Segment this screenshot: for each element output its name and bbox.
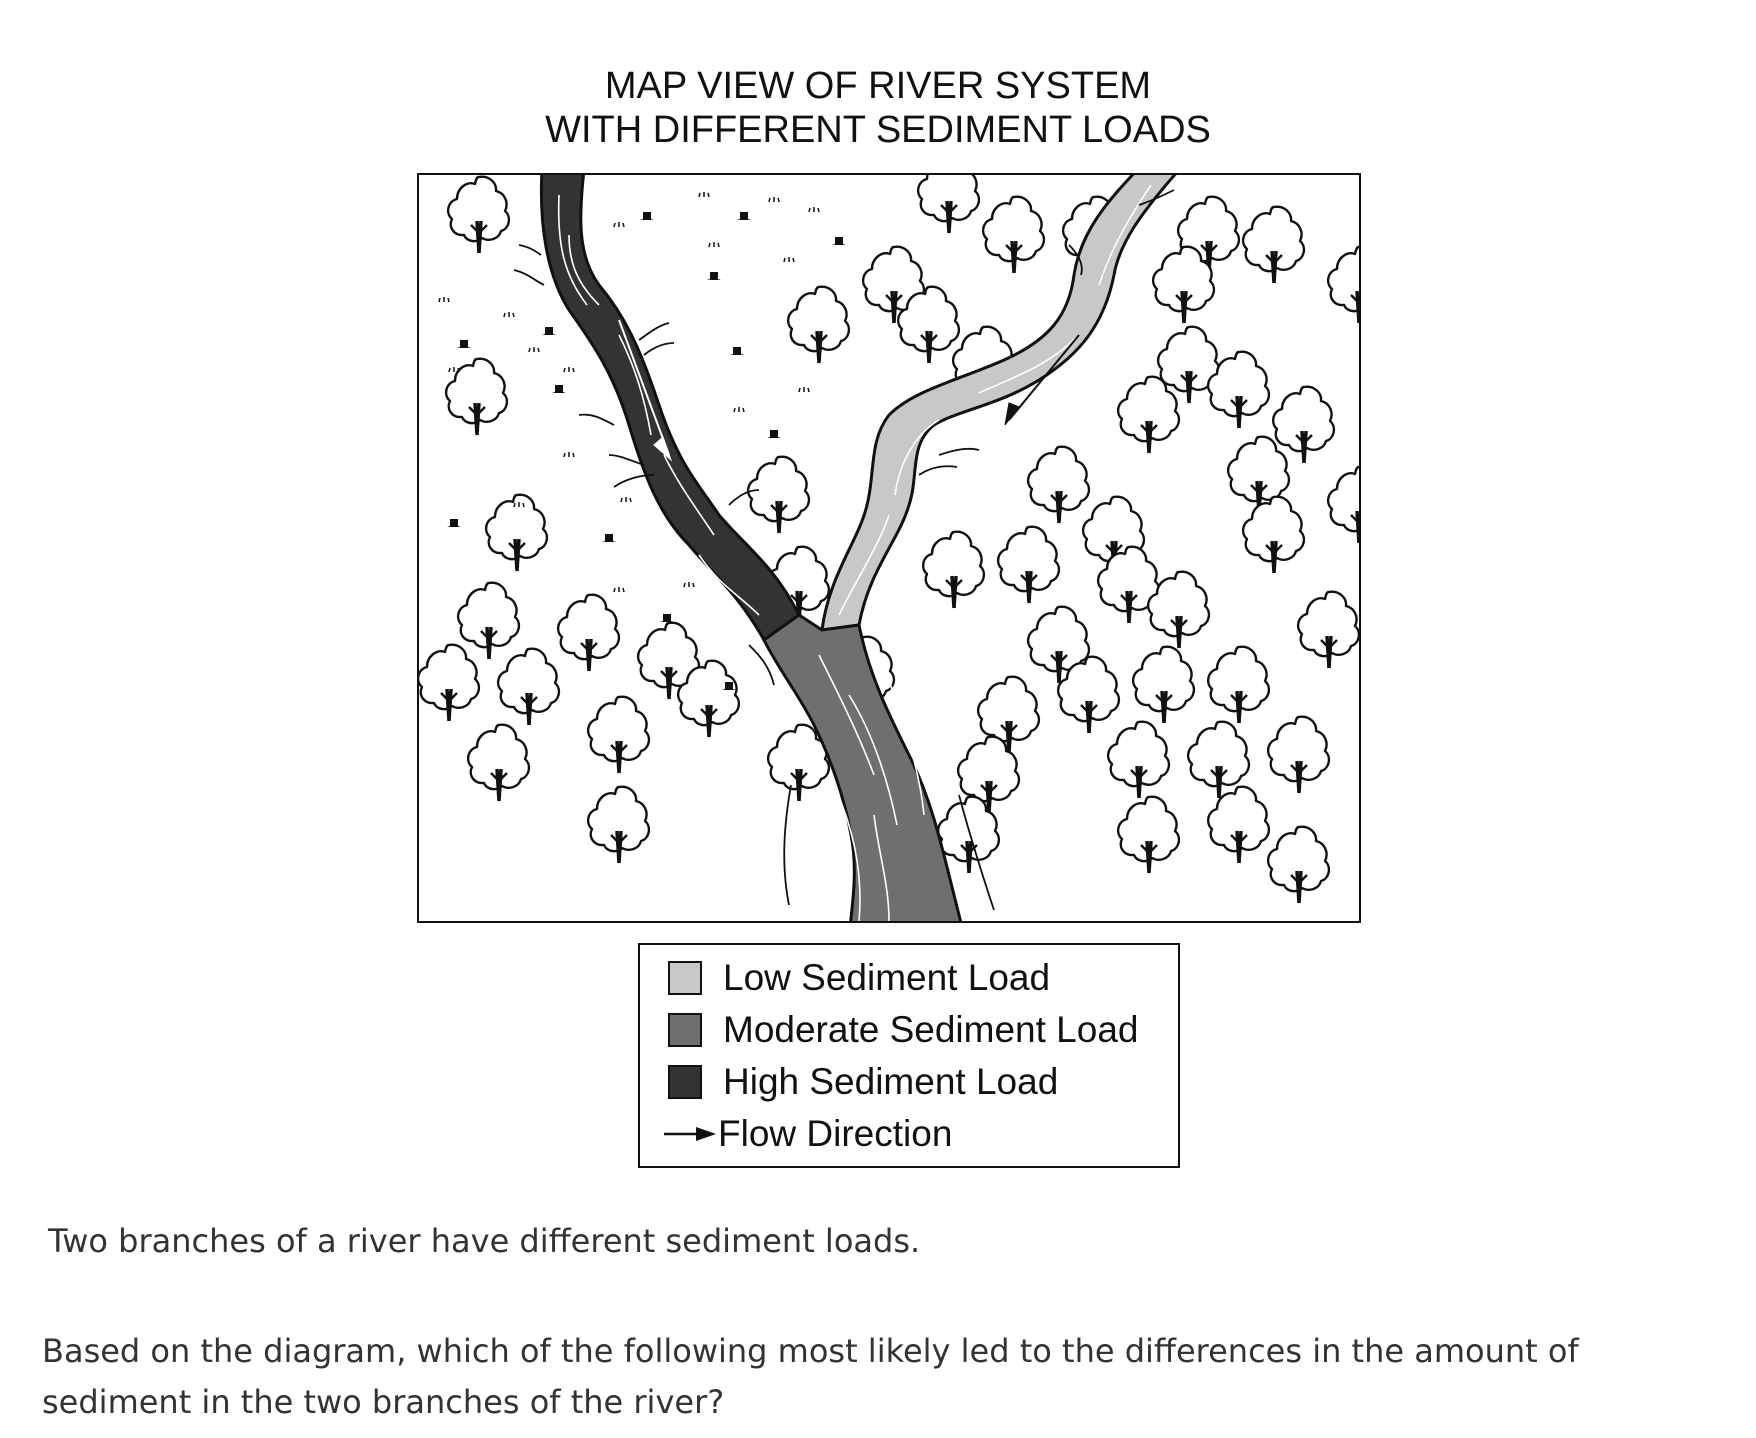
tree-icon (1206, 784, 1271, 865)
grass-icon (563, 452, 575, 458)
legend-item-moderate: Moderate Sediment Load (668, 1009, 1139, 1050)
diagram-title-line-2: WITH DIFFERENT SEDIMENT LOADS (545, 109, 1211, 151)
tree-icon (916, 175, 981, 235)
tree-icon (1326, 244, 1359, 325)
legend-box: Low Sediment Load Moderate Sediment Load… (638, 943, 1180, 1168)
river-map-drawing (419, 175, 1359, 921)
tree-icon (556, 592, 621, 673)
grass-icon (528, 347, 540, 353)
diagram-title-line-1: MAP VIEW OF RIVER SYSTEM (604, 65, 1152, 107)
stump-icon (447, 519, 461, 527)
legend-label-low: Low Sediment Load (723, 957, 1051, 998)
flow-arrow-icon (664, 1127, 716, 1141)
river-map (417, 173, 1361, 923)
stump-icon (552, 385, 566, 393)
grass-icon (620, 497, 632, 503)
bank-marks (513, 189, 1175, 911)
grass-icon (783, 257, 795, 263)
legend-label-high: High Sediment Load (723, 1061, 1059, 1102)
tree-icon (786, 284, 851, 365)
grass-icon (438, 297, 450, 303)
stump-icon (707, 272, 721, 280)
stump-icon (832, 237, 846, 245)
grass-icon (613, 587, 625, 593)
tree-icon (1296, 589, 1359, 670)
stump-icon (722, 682, 736, 690)
legend-item-low: Low Sediment Load (668, 957, 1051, 998)
stump-icon (602, 534, 616, 542)
tree-icon (484, 492, 549, 573)
stump-icon (767, 430, 781, 438)
tree-icon (1131, 644, 1196, 725)
legend-item-flow: Flow Direction (662, 1113, 953, 1154)
tree-icon (746, 454, 811, 535)
stump-icon (737, 212, 751, 220)
tree-icon (1026, 444, 1091, 525)
tree-icon (1206, 644, 1271, 725)
stump-icon (457, 340, 471, 348)
grass-icon (503, 312, 515, 318)
tree-icon (466, 722, 531, 803)
tree-icon (444, 356, 509, 437)
legend-label-flow: Flow Direction (718, 1113, 953, 1154)
tree-icon (446, 175, 511, 255)
tree-icon (456, 580, 521, 661)
stump-icon (640, 212, 654, 220)
tree-icon (1266, 714, 1331, 795)
tree-icon (1326, 464, 1359, 545)
legend-swatch-low (668, 961, 702, 995)
flow-arrows (618, 319, 1080, 462)
legend-swatch-high (668, 1065, 702, 1099)
tree-icon (1116, 374, 1181, 455)
tree-icon (1271, 384, 1336, 465)
high-sediment-branch (539, 175, 801, 643)
grass-icon (798, 387, 810, 393)
grass-icon (448, 367, 460, 373)
tree-icon (1106, 719, 1171, 800)
tree-icon (1116, 794, 1181, 875)
grass-icon (698, 192, 710, 198)
moderate-sediment-channel (762, 613, 963, 921)
tree-icon (981, 194, 1046, 275)
tree-icon (586, 784, 651, 865)
flow-streaks (557, 184, 1152, 921)
grass-icon (563, 367, 575, 373)
stump-icon (660, 614, 674, 622)
tree-icon (921, 529, 986, 610)
question-text: Based on the diagram, which of the follo… (42, 1332, 1579, 1421)
diagram-title: MAP VIEW OF RIVER SYSTEM WITH DIFFERENT … (0, 64, 1756, 152)
grass-icon (768, 197, 780, 203)
tree-icon (1241, 494, 1306, 575)
grass-icon (613, 222, 625, 228)
grass-icon (513, 502, 525, 508)
tree-icon (1241, 204, 1306, 285)
grass-icon (733, 407, 745, 413)
caption-text: Two branches of a river have different s… (48, 1222, 921, 1260)
stump-icon (542, 327, 556, 335)
tree-icon (996, 524, 1061, 605)
legend-label-moderate: Moderate Sediment Load (723, 1009, 1139, 1050)
grass-icon (683, 582, 695, 588)
tree-icon (1266, 824, 1331, 905)
cleared-land-stumps (438, 192, 846, 690)
tree-icon (419, 642, 481, 723)
grass-icon (808, 207, 820, 213)
tree-icon (586, 694, 651, 775)
legend-item-high: High Sediment Load (668, 1061, 1059, 1102)
stump-icon (730, 347, 744, 355)
grass-icon (708, 242, 720, 248)
legend-swatch-moderate (668, 1013, 702, 1047)
tree-icon (496, 646, 561, 727)
